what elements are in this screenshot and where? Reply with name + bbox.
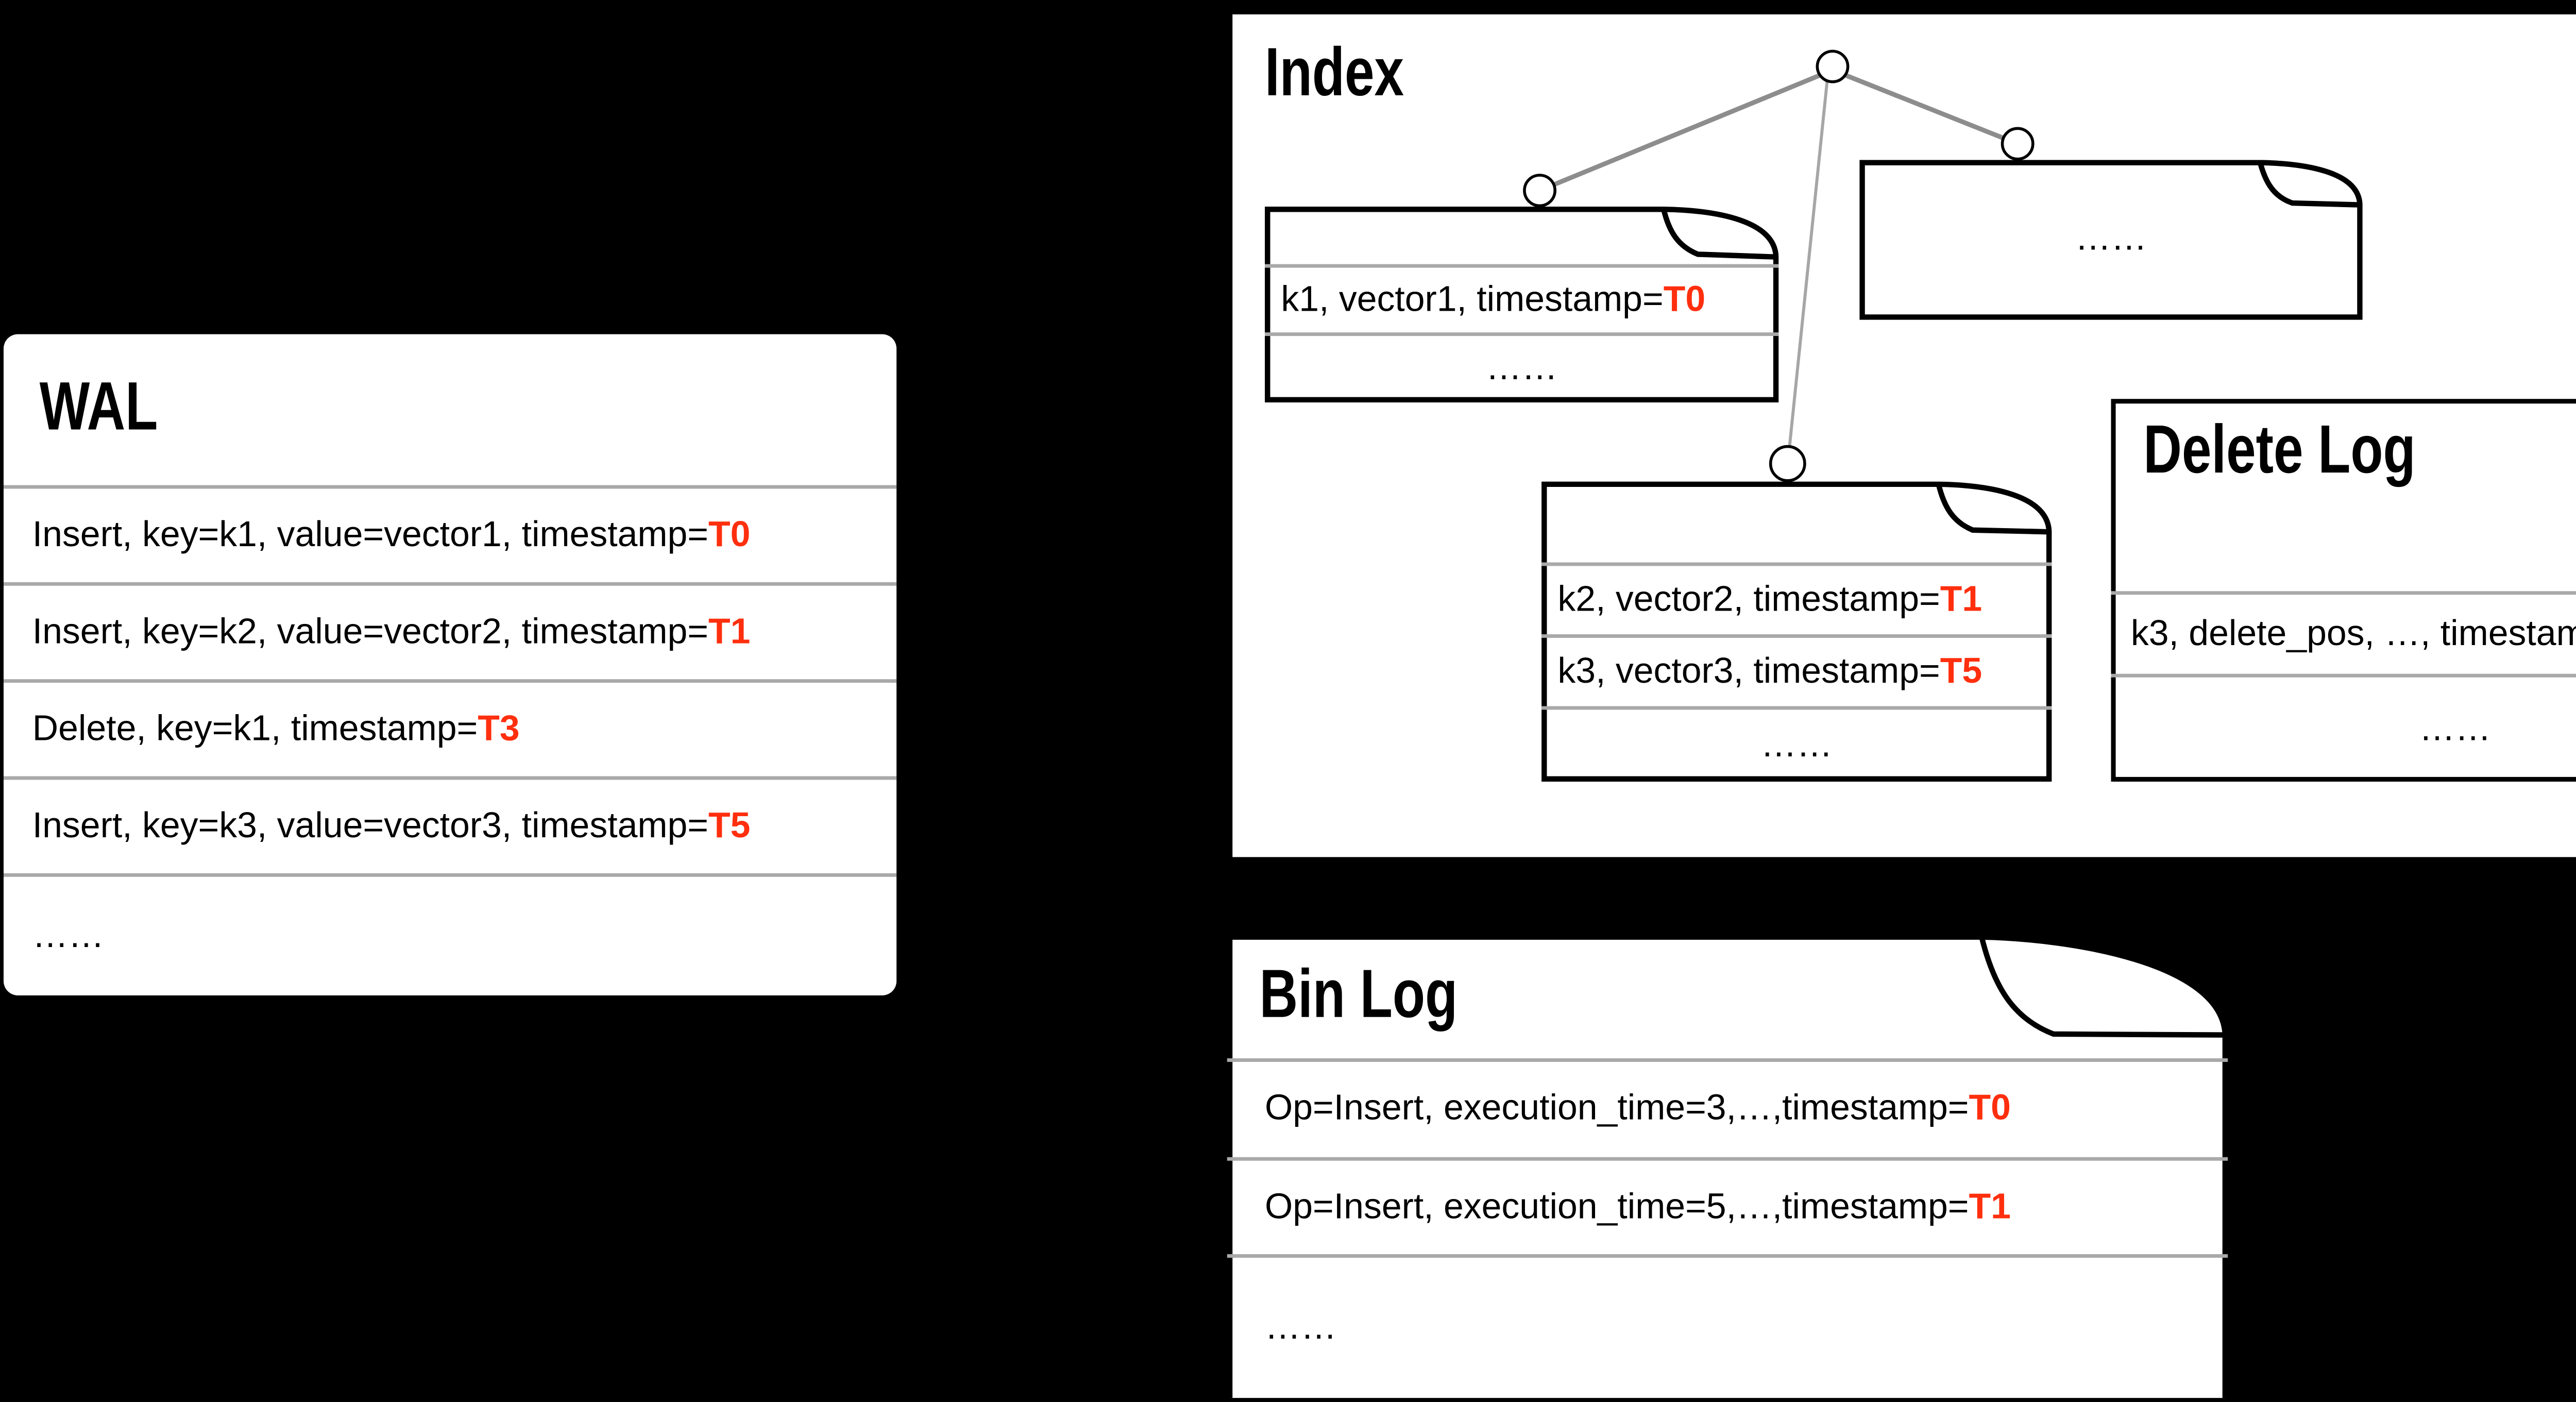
index-file-row: k3, vector3, timestamp=T5: [1541, 634, 2052, 706]
index-file-row-ellipsis: ……: [1541, 706, 2052, 781]
tree-node: [1769, 445, 1806, 482]
index-title-section: Index: [1265, 36, 1443, 112]
wal-row-text: Insert, key=k3, value=vector3, timestamp…: [32, 806, 709, 846]
file-row-text: k3, vector3, timestamp=: [1557, 651, 1940, 691]
timestamp-value: T5: [708, 806, 751, 846]
file-blank-section: [1265, 207, 1778, 264]
folded-corner-icon: [2257, 162, 2360, 208]
tree-root-node: [1816, 49, 1850, 83]
delete-log-file: Delete Log k3, delete_pos, …, timestamp=…: [2111, 399, 2576, 782]
ellipsis-text: ……: [1485, 348, 1558, 388]
file-row-text: k1, vector1, timestamp=: [1281, 279, 1664, 319]
index-title: Index: [1265, 36, 1404, 112]
index-file-row-ellipsis: ……: [1859, 160, 2362, 319]
bin-log-file: Bin Log Op=Insert, execution_time=3,…,ti…: [1227, 934, 2228, 1398]
bin-log-title-section: Bin Log: [1227, 934, 2228, 1059]
file-page-icon: [1265, 207, 1779, 403]
bin-log-row-ellipsis: ……: [1227, 1254, 2228, 1398]
index-file-row-ellipsis: ……: [1265, 332, 1779, 402]
wal-title: WAL: [39, 370, 158, 446]
folded-corner-icon: [1936, 483, 2049, 535]
bin-log-title: Bin Log: [1259, 957, 1458, 1033]
wal-box: WAL Insert, key=k1, value=vector1, times…: [3, 334, 897, 995]
folded-corner-icon: [1979, 936, 2225, 1038]
ellipsis-text: ……: [1265, 1307, 1337, 1347]
bin-log-row: Op=Insert, execution_time=5,…,timestamp=…: [1227, 1157, 2228, 1255]
timestamp-value: T0: [1663, 279, 1706, 319]
file-row-text: Op=Insert, execution_time=5,…,timestamp=: [1265, 1187, 1969, 1227]
timestamp-value: T5: [1940, 651, 1982, 691]
delete-log-title: Delete Log: [2143, 413, 2416, 489]
timestamp-value: T1: [1969, 1187, 2011, 1227]
ellipsis-text: ……: [2075, 219, 2147, 259]
wal-row-text: Delete, key=k1, timestamp=: [32, 708, 478, 749]
file-row-text: k3, delete_pos, …, timestamp=: [2130, 613, 2576, 653]
wal-row-ellipsis: ……: [3, 873, 897, 995]
timestamp-value: T0: [1969, 1089, 2011, 1129]
wal-title-section: WAL: [4, 334, 896, 485]
timestamp-value: T0: [708, 515, 751, 554]
timestamp-value: T3: [478, 708, 520, 749]
ellipsis-text: ……: [1760, 725, 1833, 765]
file-row-text: Op=Insert, execution_time=3,…,timestamp=: [1265, 1089, 1969, 1129]
tree-edge: [1788, 80, 1829, 448]
delete-log-row: k3, delete_pos, …, timestamp=T3: [2111, 591, 2576, 673]
delete-log-title-section: Delete Log: [2111, 399, 2576, 591]
bin-log-row: Op=Insert, execution_time=3,…,timestamp=…: [1227, 1059, 2228, 1158]
file-row-text: k2, vector2, timestamp=: [1557, 579, 1940, 619]
folded-corner-icon: [1661, 209, 1776, 260]
wal-row: Insert, key=k3, value=vector3, timestamp…: [3, 776, 897, 873]
ellipsis-text: ……: [2419, 708, 2492, 749]
index-file-row: k1, vector1, timestamp=T0: [1265, 264, 1779, 333]
file-page-icon: [1859, 160, 2363, 320]
tree-node: [1523, 174, 1556, 208]
file-page-icon: [1541, 481, 2052, 782]
timestamp-value: T1: [1940, 579, 1982, 619]
tree-node: [2001, 127, 2035, 161]
file-page-icon: [1227, 934, 2228, 1398]
tree-edge: [1832, 67, 2019, 146]
index-segment-file-k2: k2, vector2, timestamp=T1 k3, vector3, t…: [1541, 481, 2052, 782]
index-file-row: k2, vector2, timestamp=T1: [1541, 562, 2052, 634]
index-segment-file-k1: k1, vector1, timestamp=T0 ……: [1265, 207, 1779, 403]
ellipsis-text: ……: [32, 915, 105, 955]
timestamp-value: T1: [708, 612, 751, 652]
wal-row: Delete, key=k1, timestamp=T3: [3, 679, 897, 776]
wal-row-text: Insert, key=k1, value=vector1, timestamp…: [32, 515, 709, 554]
wal-row-text: Insert, key=k2, value=vector2, timestamp…: [32, 612, 709, 652]
wal-row: Insert, key=k1, value=vector1, timestamp…: [3, 485, 897, 582]
delete-log-row-ellipsis: ……: [2111, 673, 2576, 782]
wal-row: Insert, key=k2, value=vector2, timestamp…: [3, 582, 897, 679]
file-page-icon: [2111, 399, 2576, 782]
tree-edge: [1538, 67, 1834, 193]
index-segment-file-more: ……: [1859, 160, 2363, 320]
file-blank-section: [1541, 482, 2052, 563]
